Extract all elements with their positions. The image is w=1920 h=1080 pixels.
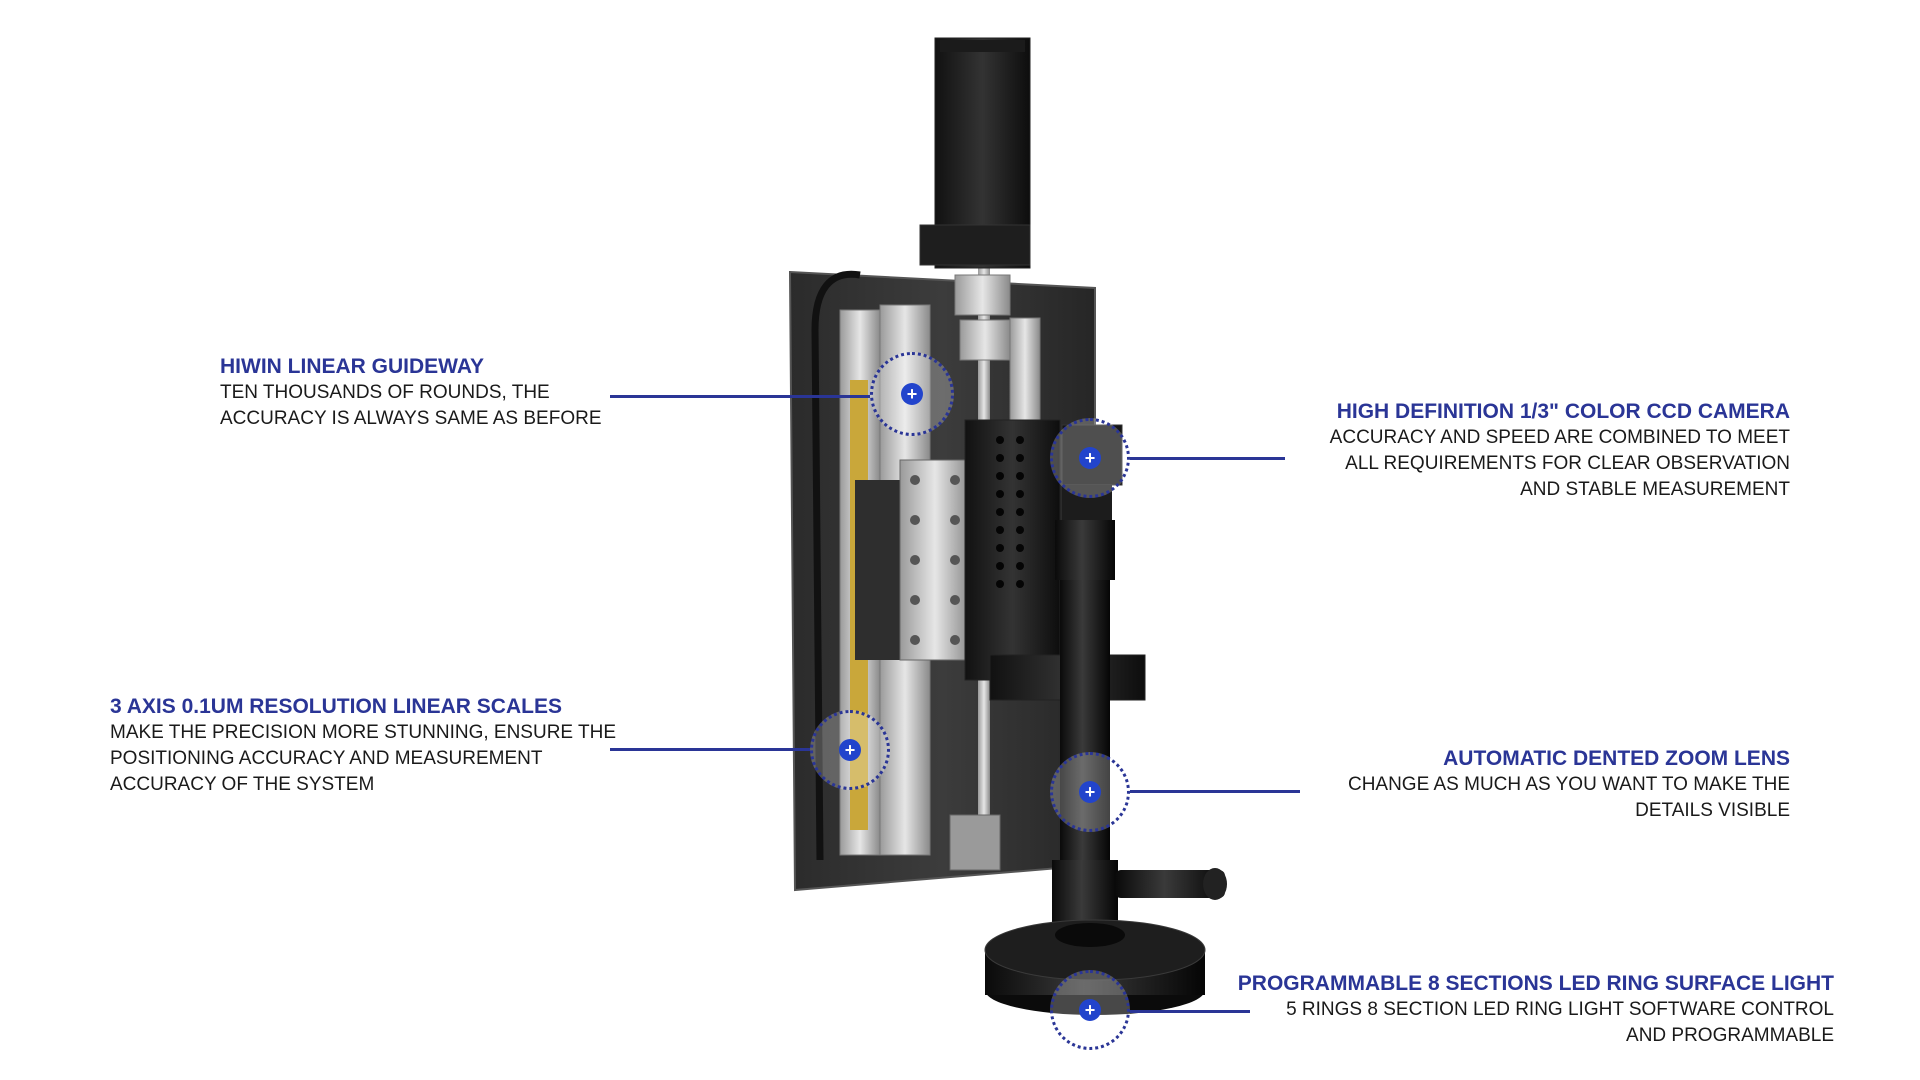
zoom-callout: AUTOMATIC DENTED ZOOM LENS CHANGE AS MUC…	[1348, 745, 1790, 824]
guideway-hotspot[interactable]: +	[870, 352, 954, 436]
zoom-title: AUTOMATIC DENTED ZOOM LENS	[1443, 747, 1790, 770]
plus-icon: +	[901, 383, 923, 405]
camera-description: ACCURACY AND SPEED ARE COMBINED TO MEET …	[1329, 427, 1790, 500]
ringlight-callout: PROGRAMMABLE 8 SECTIONS LED RING SURFACE…	[1238, 970, 1834, 1049]
guideway-connector-line	[610, 395, 870, 398]
scales-title: 3 AXIS 0.1UM RESOLUTION LINEAR SCALES	[110, 695, 562, 718]
plus-icon: +	[1079, 447, 1101, 469]
plus-icon: +	[1079, 999, 1101, 1021]
zoom-hotspot[interactable]: +	[1050, 752, 1130, 832]
scales-description: MAKE THE PRECISION MORE STUNNING, ENSURE…	[110, 722, 617, 795]
guideway-title: HIWIN LINEAR GUIDEWAY	[220, 355, 485, 378]
guideway-description: TEN THOUSANDS OF ROUNDS, THE ACCURACY IS…	[220, 382, 602, 429]
plus-icon: +	[1079, 781, 1101, 803]
camera-title: HIGH DEFINITION 1/3" COLOR CCD CAMERA	[1336, 400, 1790, 423]
camera-connector-line	[1130, 457, 1285, 460]
scales-connector-line	[610, 748, 810, 751]
ringlight-connector-line	[1130, 1010, 1250, 1013]
plus-icon: +	[839, 739, 861, 761]
scales-hotspot[interactable]: +	[810, 710, 890, 790]
zoom-connector-line	[1130, 790, 1300, 793]
camera-callout: HIGH DEFINITION 1/3" COLOR CCD CAMERA AC…	[1330, 398, 1790, 503]
camera-hotspot[interactable]: +	[1050, 418, 1130, 498]
ringlight-title: PROGRAMMABLE 8 SECTIONS LED RING SURFACE…	[1237, 972, 1834, 995]
ringlight-hotspot[interactable]: +	[1050, 970, 1130, 1050]
scales-callout: 3 AXIS 0.1UM RESOLUTION LINEAR SCALES MA…	[110, 693, 616, 798]
guideway-callout: HIWIN LINEAR GUIDEWAY TEN THOUSANDS OF R…	[220, 353, 602, 432]
zoom-description: CHANGE AS MUCH AS YOU WANT TO MAKE THE D…	[1347, 774, 1790, 821]
ringlight-description: 5 RINGS 8 SECTION LED RING LIGHT SOFTWAR…	[1286, 999, 1834, 1046]
